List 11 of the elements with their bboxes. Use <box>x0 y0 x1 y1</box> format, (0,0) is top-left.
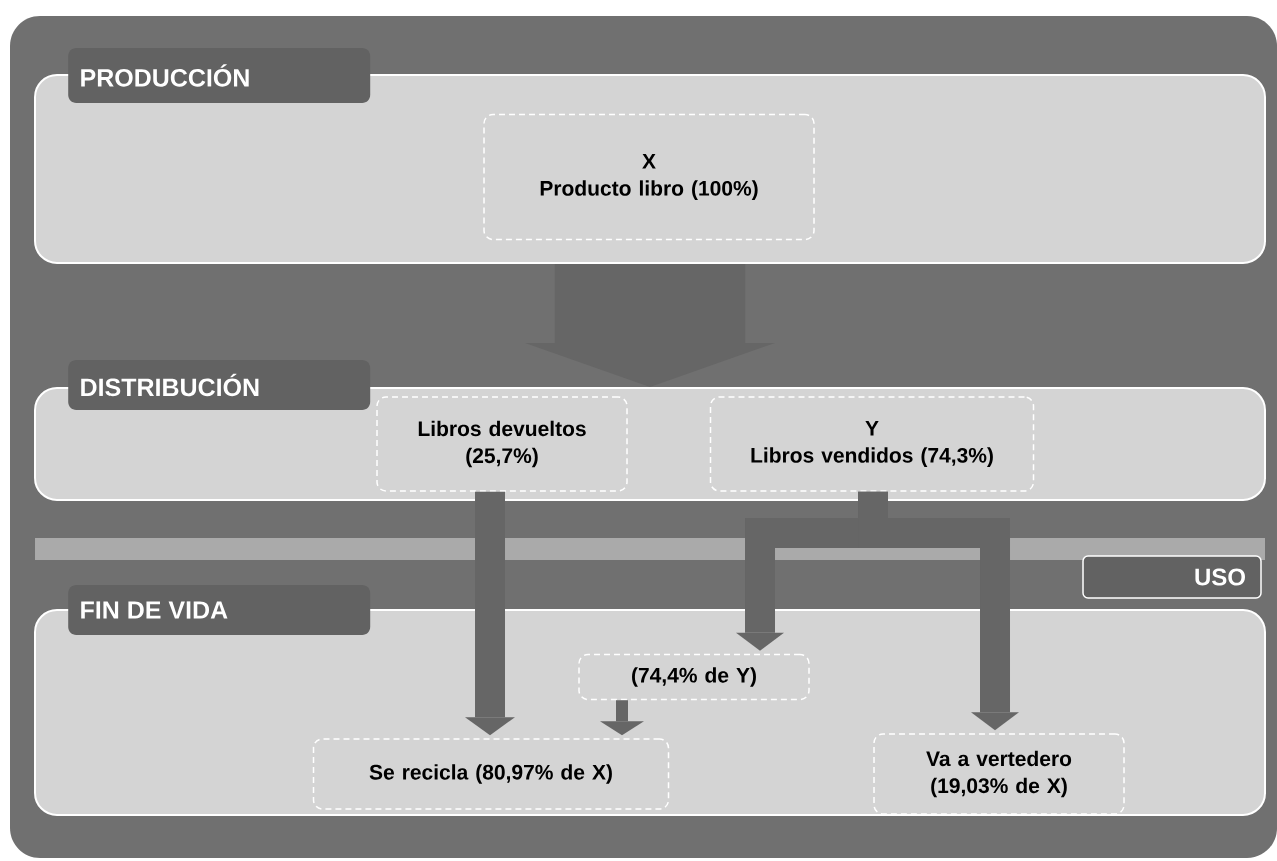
arrow <box>465 491 515 736</box>
block-arrow <box>525 264 775 387</box>
section-tag: USO <box>1082 555 1262 599</box>
dashed-box: Y Libros vendidos (74,3%) <box>709 396 1035 492</box>
dashed-box: Se recicla (80,97% de X) <box>312 738 670 810</box>
dashed-box: X Producto libro (100%) <box>483 113 815 241</box>
dashed-box: Va a vertedero (19,03% de X) <box>873 733 1125 815</box>
dashed-box: Libros devueltos (25,7%) <box>376 396 628 492</box>
dashed-box: (74,4% de Y) <box>578 653 810 701</box>
arrow <box>600 700 644 736</box>
arrow <box>858 491 1019 731</box>
